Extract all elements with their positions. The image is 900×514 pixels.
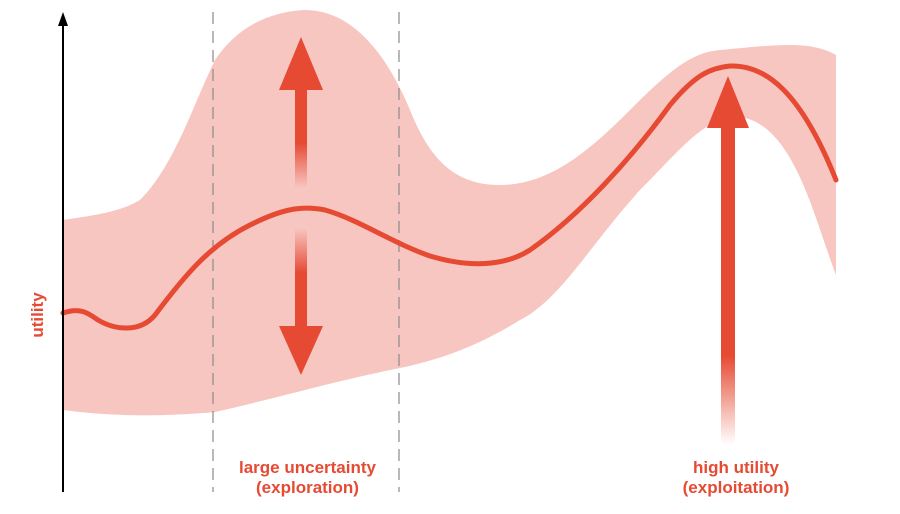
utility-curve <box>60 63 839 331</box>
y-axis <box>58 12 68 492</box>
exploration-caption-line2: (exploration) <box>256 478 359 497</box>
y-axis-label: utility <box>28 292 47 338</box>
exploitation-caption-line1: high utility <box>693 458 779 477</box>
exploitation-caption: high utility (exploitation) <box>636 458 836 498</box>
exploitation-arrow-icon <box>707 76 749 445</box>
exploration-caption: large uncertainty (exploration) <box>205 458 410 498</box>
exploitation-caption-line2: (exploitation) <box>682 478 790 497</box>
uncertainty-band <box>63 10 836 416</box>
exploration-arrow-icon <box>279 37 323 375</box>
exploration-caption-line1: large uncertainty <box>239 458 376 477</box>
